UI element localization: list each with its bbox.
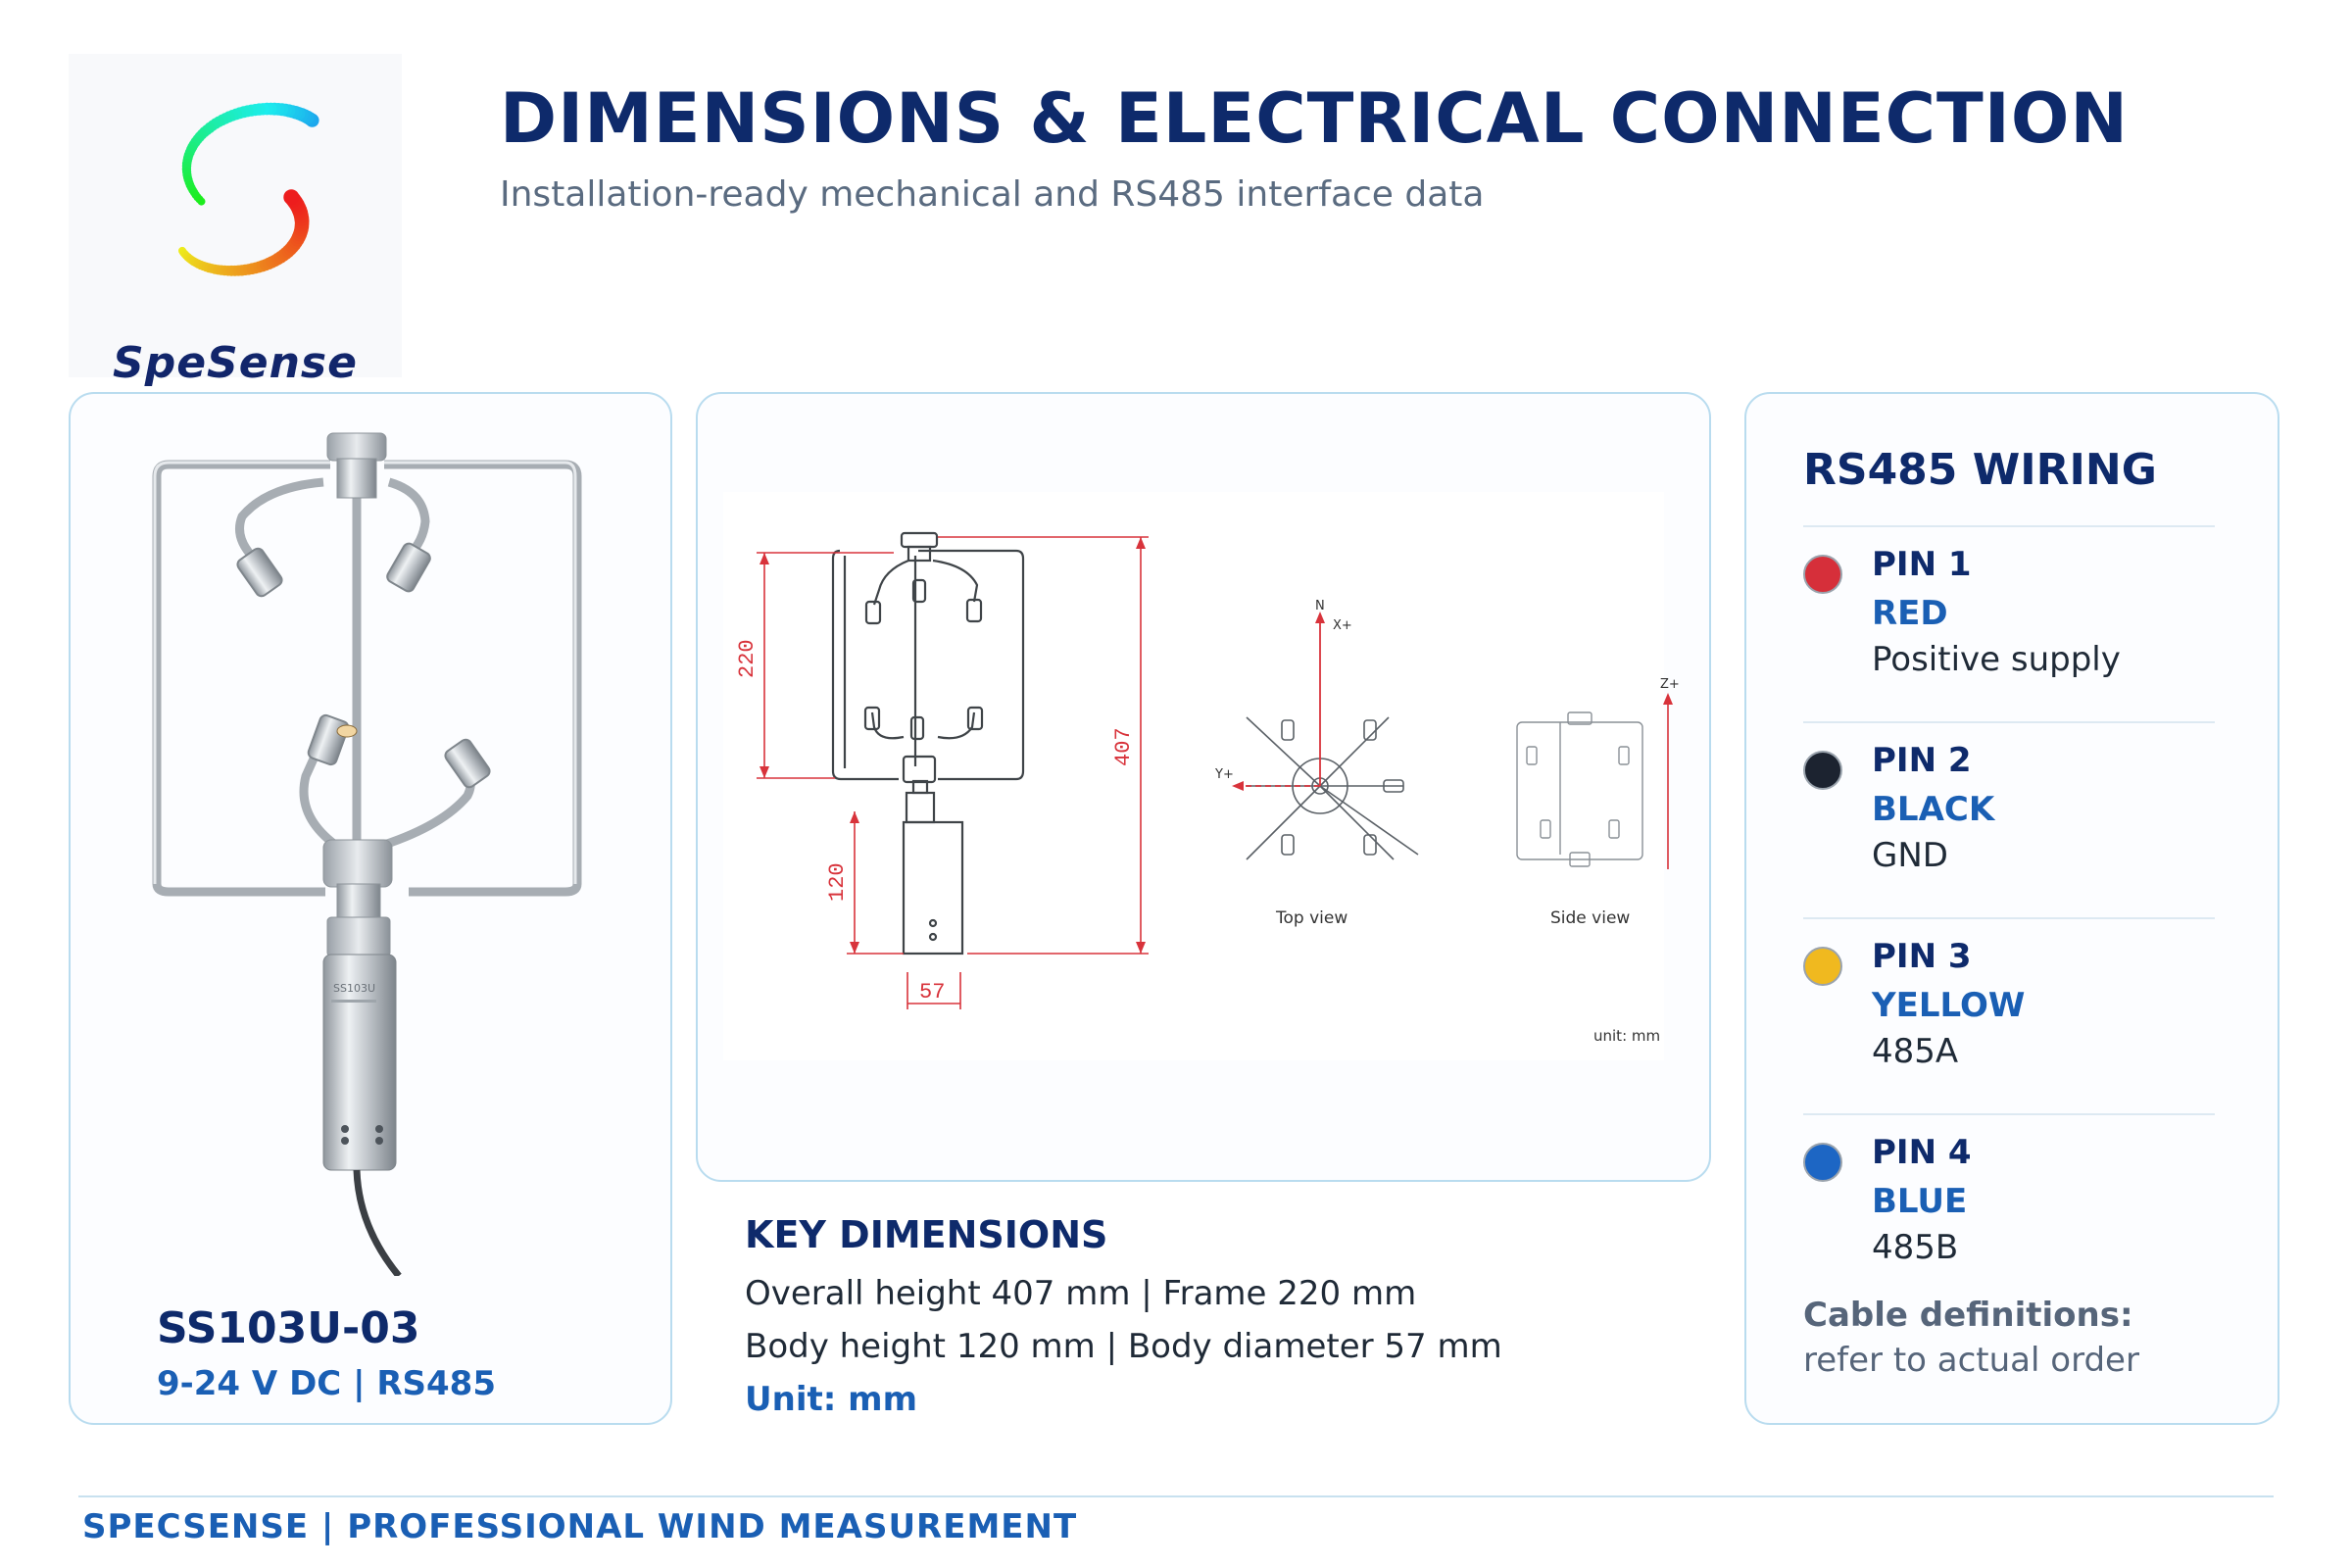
pin-2-swatch	[1803, 751, 1842, 790]
pin-row-2: PIN 2 BLACK GND	[1803, 721, 2215, 875]
pin-4-color: BLUE	[1872, 1182, 1968, 1221]
pin-1-function: Positive supply	[1872, 640, 2121, 679]
product-model: SS103U-03	[157, 1303, 420, 1353]
pin-2-number: PIN 2	[1872, 741, 1972, 780]
dimension-drawing: 220 407 120 57	[723, 492, 1680, 1060]
dim-frame-label: 220	[735, 639, 760, 678]
pin-1-number: PIN 1	[1872, 545, 1972, 584]
pin-3-swatch	[1803, 947, 1842, 986]
pin-4-swatch	[1803, 1143, 1842, 1182]
brand-logo: SpeSense	[69, 54, 402, 388]
pin-2-color: BLACK	[1872, 790, 1995, 829]
pin-3-number: PIN 3	[1872, 937, 1972, 976]
logo-dot	[197, 197, 206, 206]
key-dimensions-title: KEY DIMENSIONS	[745, 1213, 1108, 1256]
footer-divider	[78, 1495, 2274, 1497]
cable-definitions-note: refer to actual order	[1803, 1341, 2139, 1380]
dim-overall-label: 407	[1111, 727, 1136, 766]
product-card: SS103U SS103U-03 9-24 V DC | RS485	[69, 392, 672, 1425]
pin-4-function: 485B	[1872, 1228, 1959, 1267]
logo-wordmark: SpeSense	[113, 338, 358, 388]
key-dimensions-unit: Unit: mm	[745, 1380, 918, 1419]
pin-1-color: RED	[1872, 594, 1948, 633]
logo-mark-icon	[178, 102, 319, 276]
wiring-card: RS485 WIRING PIN 1 RED Positive supply P…	[1744, 392, 2279, 1425]
key-dimensions-line-2: Body height 120 mm | Body diameter 57 mm	[745, 1327, 1502, 1366]
pin-1-swatch	[1803, 555, 1842, 594]
pin-2-function: GND	[1872, 836, 1948, 875]
page-subtitle: Installation-ready mechanical and RS485 …	[500, 174, 1485, 215]
dim-body-label: 120	[825, 862, 850, 902]
dimension-drawing-card: 220 407 120 57	[696, 392, 1711, 1182]
page-title: DIMENSIONS & ELECTRICAL CONNECTION	[500, 78, 2129, 159]
logo-dot	[283, 189, 300, 206]
key-dimensions-line-1: Overall height 407 mm | Frame 220 mm	[745, 1274, 1417, 1313]
axis-xplus-label: X+	[1333, 618, 1352, 633]
side-view-label: Side view	[1550, 908, 1630, 928]
pin-row-3: PIN 3 YELLOW 485A	[1803, 917, 2215, 1071]
pin-3-color: YELLOW	[1872, 986, 2026, 1025]
footer-text: SPECSENSE | PROFESSIONAL WIND MEASUREMEN…	[82, 1507, 1078, 1546]
pin-row-1: PIN 1 RED Positive supply	[1803, 525, 2215, 679]
pin-4-number: PIN 4	[1872, 1133, 1972, 1172]
pin-row-4: PIN 4 BLUE 485B	[1803, 1113, 2215, 1267]
axis-n-label: N	[1315, 599, 1325, 613]
product-body-label: SS103U	[333, 982, 375, 995]
product-spec: 9-24 V DC | RS485	[157, 1364, 496, 1403]
top-view-label: Top view	[1275, 908, 1348, 928]
cable-definitions-label: Cable definitions:	[1803, 1296, 2133, 1335]
wiring-title: RS485 WIRING	[1803, 445, 2157, 495]
product-photo: SS103U	[152, 432, 582, 1276]
axis-zplus-label: Z+	[1660, 677, 1680, 692]
dim-diameter-label: 57	[919, 980, 945, 1004]
axis-yplus-label: Y+	[1214, 767, 1234, 782]
pin-3-function: 485A	[1872, 1032, 1959, 1071]
drawing-unit-label: unit: mm	[1593, 1027, 1660, 1045]
